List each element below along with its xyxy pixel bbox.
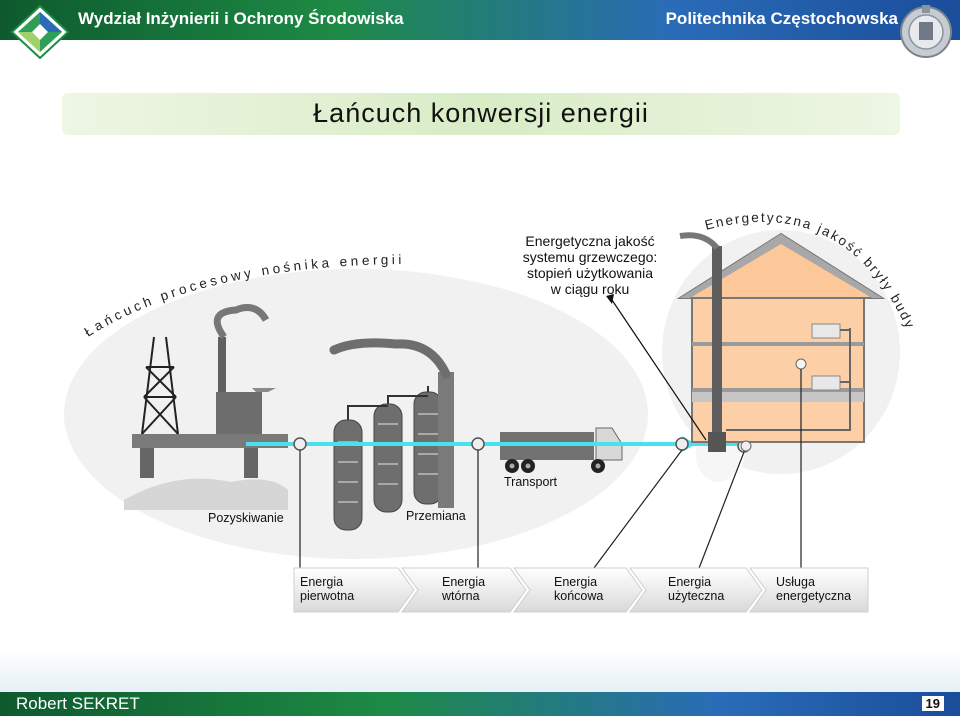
footer-glow (0, 650, 960, 692)
chain-step-useful (629, 567, 763, 613)
chain-label-4-line2: energetyczna (776, 589, 851, 603)
author-name: Robert SEKRET (16, 694, 140, 713)
chain-label-2-line2: końcowa (554, 589, 603, 603)
faculty-logo-icon (10, 4, 70, 60)
heating-callout-line3: stopień użytkowania (527, 265, 653, 281)
slide-title: Łańcuch konwersji energii (313, 98, 649, 128)
page-number: 19 (921, 696, 944, 711)
chain-label-0-line2: pierwotna (300, 589, 354, 603)
chain-label-1-line1: Energia (442, 575, 485, 589)
chain-label-3-line1: Energia (668, 575, 711, 589)
university-emblem-icon (900, 5, 952, 58)
stage-extraction-label: Pozyskiwanie (208, 511, 284, 525)
stage-transport-label: Transport (504, 475, 558, 489)
chain-step-service (749, 567, 869, 613)
chain-label-2-line1: Energia (554, 575, 597, 589)
platform-module (216, 392, 262, 434)
chain-step-secondary (401, 567, 527, 613)
chain-label-0-line1: Energia (300, 575, 343, 589)
footer-bar: Robert SEKRET 19 (0, 692, 960, 716)
platform-chimney (218, 337, 226, 397)
stage-conversion-label: Przemiana (406, 509, 466, 523)
heating-callout-line2: systemu grzewczego: (523, 249, 658, 265)
chain-label-3-line2: użyteczna (668, 589, 724, 603)
chain-label-4-line1: Usługa (776, 575, 815, 589)
faculty-name: Wydział Inżynierii i Ochrony Środowiska (78, 9, 404, 28)
heating-callout-line1: Energetyczna jakość (525, 233, 654, 249)
oil-platform-icon (141, 336, 179, 435)
energy-chain-diagram: Łańcuch procesowy nośnika energii Energe… (56, 192, 916, 613)
energy-chain (293, 567, 869, 613)
chain-step-final (513, 567, 643, 613)
university-name: Politechnika Częstochowska (665, 9, 898, 28)
header-bar: Wydział Inżynierii i Ochrony Środowiska … (0, 0, 960, 40)
chain-step-primary (293, 567, 415, 613)
title-bar: Łańcuch konwersji energii (62, 93, 900, 135)
refinery-chimney (438, 372, 454, 508)
heating-callout-line4: w ciągu roku (550, 281, 630, 297)
chain-label-1-line2: wtórna (441, 589, 480, 603)
house-icon (676, 232, 886, 452)
